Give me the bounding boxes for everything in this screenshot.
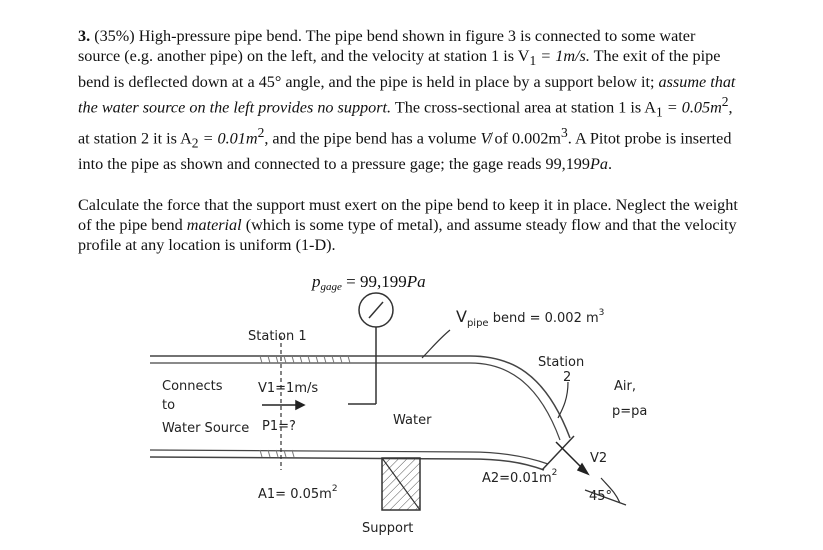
volume-pointer	[421, 329, 451, 359]
problem-number: 3.	[78, 27, 91, 45]
angle-label: 45°	[589, 489, 612, 504]
pressure-gage	[348, 292, 394, 405]
subscript: 1	[656, 104, 663, 120]
v1-label: V1=1m/s	[258, 381, 318, 396]
a2-label: A2=0.01m2	[482, 468, 557, 486]
air-label: Air,	[614, 379, 636, 394]
problem-text: The pipe bend shown in figure 3 is conne…	[78, 27, 696, 66]
problem-text: .	[607, 154, 613, 173]
gage-label: pgage = 99,199Pa	[311, 272, 426, 293]
support-label: Support	[362, 521, 413, 536]
pipe-walls	[149, 355, 571, 471]
v2-arrow	[555, 441, 590, 476]
problem-paragraph-1: 3. (35%) High-pressure pipe bend. The pi…	[78, 26, 738, 174]
angle-45-marker	[584, 477, 627, 506]
support-block	[381, 457, 421, 511]
connects-label-c: Water Source	[162, 421, 249, 436]
volume-note: Vpipe bend = 0.002 m3	[456, 307, 604, 329]
air-pressure-label: p=pa	[612, 404, 647, 419]
velocity-value: = 1m/s.	[536, 47, 590, 66]
volume-value: of 0.002m	[490, 129, 562, 148]
subscript: 2	[191, 135, 199, 151]
problem-text: (which is some type of metal), and assum…	[78, 216, 737, 255]
v2-label: V2	[590, 451, 607, 466]
station-1-label: Station 1	[248, 329, 307, 344]
connects-label-a: Connects	[162, 379, 223, 394]
v1-arrow	[262, 399, 306, 411]
problem-text: , at station 2 it is A	[78, 98, 733, 148]
problem-weight: (35%)	[94, 27, 135, 45]
problem-text: The cross-sectional area at station 1 is…	[391, 98, 656, 117]
p1-label: P1=?	[262, 419, 296, 434]
italic-word: material	[186, 216, 242, 235]
superscript: 2	[721, 93, 729, 109]
problem-paragraph-2: Calculate the force that the support mus…	[78, 195, 738, 256]
pressure-unit: Pa	[590, 154, 608, 173]
area-2-value: = 0.01m	[198, 129, 258, 148]
problem-text: . A Pitot probe is inserted into the pip…	[78, 129, 732, 173]
problem-text: , and the pipe bend has a volume	[264, 129, 481, 148]
pipe-exit-edge	[541, 435, 575, 471]
superscript: 2	[257, 124, 265, 140]
pipe-wall-texture	[259, 355, 351, 458]
station-2-label-a: Station	[538, 355, 584, 370]
area-1-value: = 0.05m	[662, 98, 722, 117]
problem-text: The exit of the pipe bend is deflected d…	[78, 47, 721, 91]
superscript: 3	[561, 124, 568, 140]
connects-label-b: to	[162, 398, 175, 413]
problem-title: High-pressure pipe bend.	[138, 27, 302, 45]
water-label: Water	[393, 413, 432, 428]
problem-text: Calculate the force that the support mus…	[78, 196, 738, 235]
subscript: 1	[529, 53, 537, 69]
a1-label: A1= 0.05m2	[258, 484, 338, 502]
station-2-label-b: 2	[563, 370, 571, 385]
station-2-pointer	[557, 381, 569, 419]
italic-note: assume that the water source on the left…	[78, 72, 736, 117]
volume-symbol: V̸	[480, 129, 491, 148]
